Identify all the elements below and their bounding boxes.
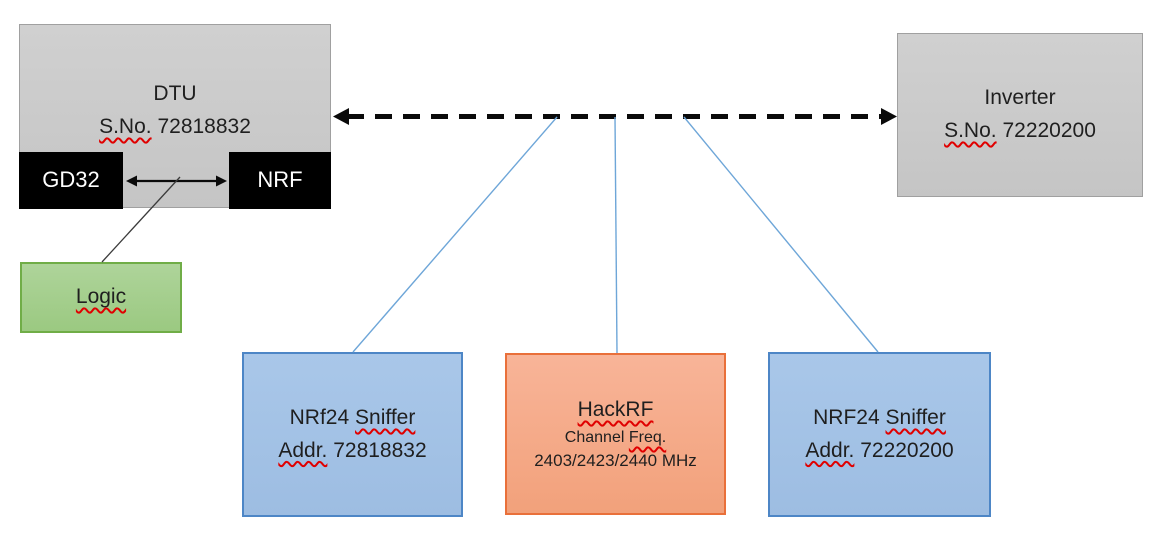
sniffer-left-title: NRf24 Sniffer — [290, 402, 416, 435]
sniffer-left-title-word: Sniffer — [355, 405, 416, 429]
sniffer-right-addr-number: 72220200 — [860, 438, 954, 462]
inverter-serial-label: S.No. — [944, 119, 997, 142]
nrf-chip: NRF — [229, 152, 331, 209]
dtu-serial-line: S.No. 72818832 — [99, 111, 251, 144]
gd32-chip: GD32 — [19, 152, 123, 209]
sniffer-right-title: NRF24 Sniffer — [813, 402, 946, 435]
hackrf-subtitle: Channel Freq. — [565, 427, 666, 449]
sniffer-left-addr-number: 72818832 — [333, 438, 427, 462]
sniffer-left-addr-line: Addr. 72818832 — [278, 435, 426, 468]
logic-label: Logic — [75, 285, 127, 309]
sniffer-right-addr-line: Addr. 72220200 — [805, 435, 953, 468]
inverter-box: Inverter S.No. 72220200 — [897, 33, 1143, 197]
sniffer-left-title-prefix: NRf24 — [289, 405, 350, 429]
connector-sniffer-right — [683, 116, 879, 353]
sniffer-left-box: NRf24 Sniffer Addr. 72818832 — [242, 352, 463, 517]
sniffer-left-addr-label: Addr. — [278, 438, 328, 462]
arrowhead-left-icon — [333, 108, 349, 125]
nrf-label: NRF — [257, 167, 303, 193]
dtu-serial-label: S.No. — [99, 115, 152, 138]
hackrf-subtitle-word: Freq. — [628, 428, 667, 446]
inverter-serial-line: S.No. 72220200 — [944, 115, 1096, 148]
dtu-title: DTU — [153, 82, 197, 106]
dtu-serial-number: 72818832 — [157, 115, 251, 138]
hackrf-title: HackRF — [577, 398, 654, 422]
hackrf-box: HackRF Channel Freq. 2403/2423/2440 MHz — [505, 353, 726, 515]
gd32-label: GD32 — [42, 167, 100, 193]
sniffer-right-title-prefix: NRF24 — [813, 405, 880, 429]
connector-hackrf — [614, 116, 618, 354]
sniffer-right-title-word: Sniffer — [885, 405, 946, 429]
connector-sniffer-left — [352, 116, 558, 353]
arrowhead-right-icon — [881, 108, 897, 125]
inverter-title: Inverter — [984, 86, 1056, 110]
hackrf-subtitle-prefix: Channel — [564, 428, 625, 446]
hackrf-frequencies: 2403/2423/2440 MHz — [534, 451, 697, 471]
inverter-serial-number: 72220200 — [1002, 119, 1096, 142]
sniffer-right-box: NRF24 Sniffer Addr. 72220200 — [768, 352, 991, 517]
dtu-inverter-dashed-arrow — [333, 108, 897, 125]
sniffer-right-addr-label: Addr. — [805, 438, 855, 462]
logic-box: Logic — [20, 262, 182, 333]
